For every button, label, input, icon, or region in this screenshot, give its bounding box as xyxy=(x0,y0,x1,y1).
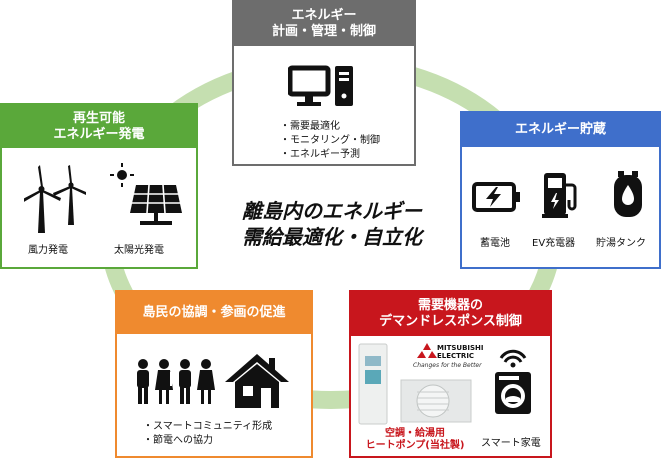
energy-management-title-line2: 計画・管理・制御 xyxy=(271,24,376,39)
energy-storage-title: エネルギー貯蔵 xyxy=(514,122,606,137)
hot-water-tank-icon xyxy=(614,171,642,217)
community-header: 島民の協調・参画の促進 xyxy=(117,292,311,334)
hot-water-tank-label: 貯湯タンク xyxy=(596,238,646,249)
community-bullets: スマートコミュニティ形成 節電への協力 xyxy=(143,420,272,448)
house-icon xyxy=(225,354,289,408)
community-title: 島民の協調・参画の促進 xyxy=(142,305,286,320)
heat-pump-label-line1: 空調・給湯用 xyxy=(385,428,445,439)
solar-power-label: 太陽光発電 xyxy=(114,245,164,256)
heat-pump-label: 空調・給湯用 ヒートポンプ(当社製) xyxy=(355,428,475,452)
wind-power-label: 風力発電 xyxy=(28,245,68,256)
ev-charger-icon xyxy=(542,173,577,218)
demand-title-line1: 需要機器の xyxy=(417,298,483,313)
list-item: エネルギー予測 xyxy=(280,148,380,162)
community-box: 島民の協調・参画の促進 スマートコミュニティ形成 節電への協力 xyxy=(115,290,313,458)
battery-label: 蓄電池 xyxy=(480,238,510,249)
demand-response-header: 需要機器の デマンドレスポンス制御 xyxy=(351,292,550,336)
ev-charger-label: EV充電器 xyxy=(532,238,576,249)
renewable-generation-header: 再生可能 エネルギー発電 xyxy=(2,105,196,148)
brand-tagline: Changes for the Better xyxy=(413,362,482,369)
energy-management-title-line1: エネルギー xyxy=(291,8,357,23)
renewable-title-line1: 再生可能 xyxy=(72,110,125,126)
renewable-title-line2: エネルギー発電 xyxy=(53,126,145,142)
list-item: スマートコミュニティ形成 xyxy=(143,420,272,434)
energy-management-box: エネルギー 計画・管理・制御 需要最適化 モニタリング・制御 エネルギー予測 xyxy=(232,0,416,166)
heat-pump-image xyxy=(358,343,472,425)
central-goal-text: 離島内のエネルギー 需給最適化・自立化 xyxy=(222,198,442,250)
energy-management-header: エネルギー 計画・管理・制御 xyxy=(234,2,414,46)
energy-storage-header: エネルギー貯蔵 xyxy=(462,113,659,147)
battery-icon xyxy=(472,182,520,212)
heat-pump-label-line2: ヒートポンプ(当社製) xyxy=(365,440,465,451)
list-item: 節電への協力 xyxy=(143,434,272,448)
energy-storage-box: エネルギー貯蔵 蓄電池 EV充電器 貯湯タンク xyxy=(460,111,661,269)
smart-washing-machine-icon xyxy=(495,349,531,414)
demand-title-line2: デマンドレスポンス制御 xyxy=(379,314,522,329)
renewable-generation-box: 再生可能 エネルギー発電 xyxy=(0,103,198,269)
list-item: モニタリング・制御 xyxy=(280,134,380,148)
solar-panel-icon xyxy=(110,163,182,225)
wind-turbine-icon xyxy=(24,165,86,233)
list-item: 需要最適化 xyxy=(280,120,380,134)
computer-icon xyxy=(288,65,353,106)
people-icon xyxy=(137,359,215,404)
smart-appliance-label: スマート家電 xyxy=(481,438,541,449)
energy-management-bullets: 需要最適化 モニタリング・制御 エネルギー予測 xyxy=(280,120,380,162)
central-goal-line2: 需給最適化・自立化 xyxy=(242,225,422,249)
demand-response-box: 需要機器の デマンドレスポンス制御 MITSUBISHI ELECTRIC Ch… xyxy=(349,290,552,458)
brand-name: MITSUBISHI ELECTRIC xyxy=(437,344,484,360)
central-goal-line1: 離島内のエネルギー xyxy=(242,199,422,223)
